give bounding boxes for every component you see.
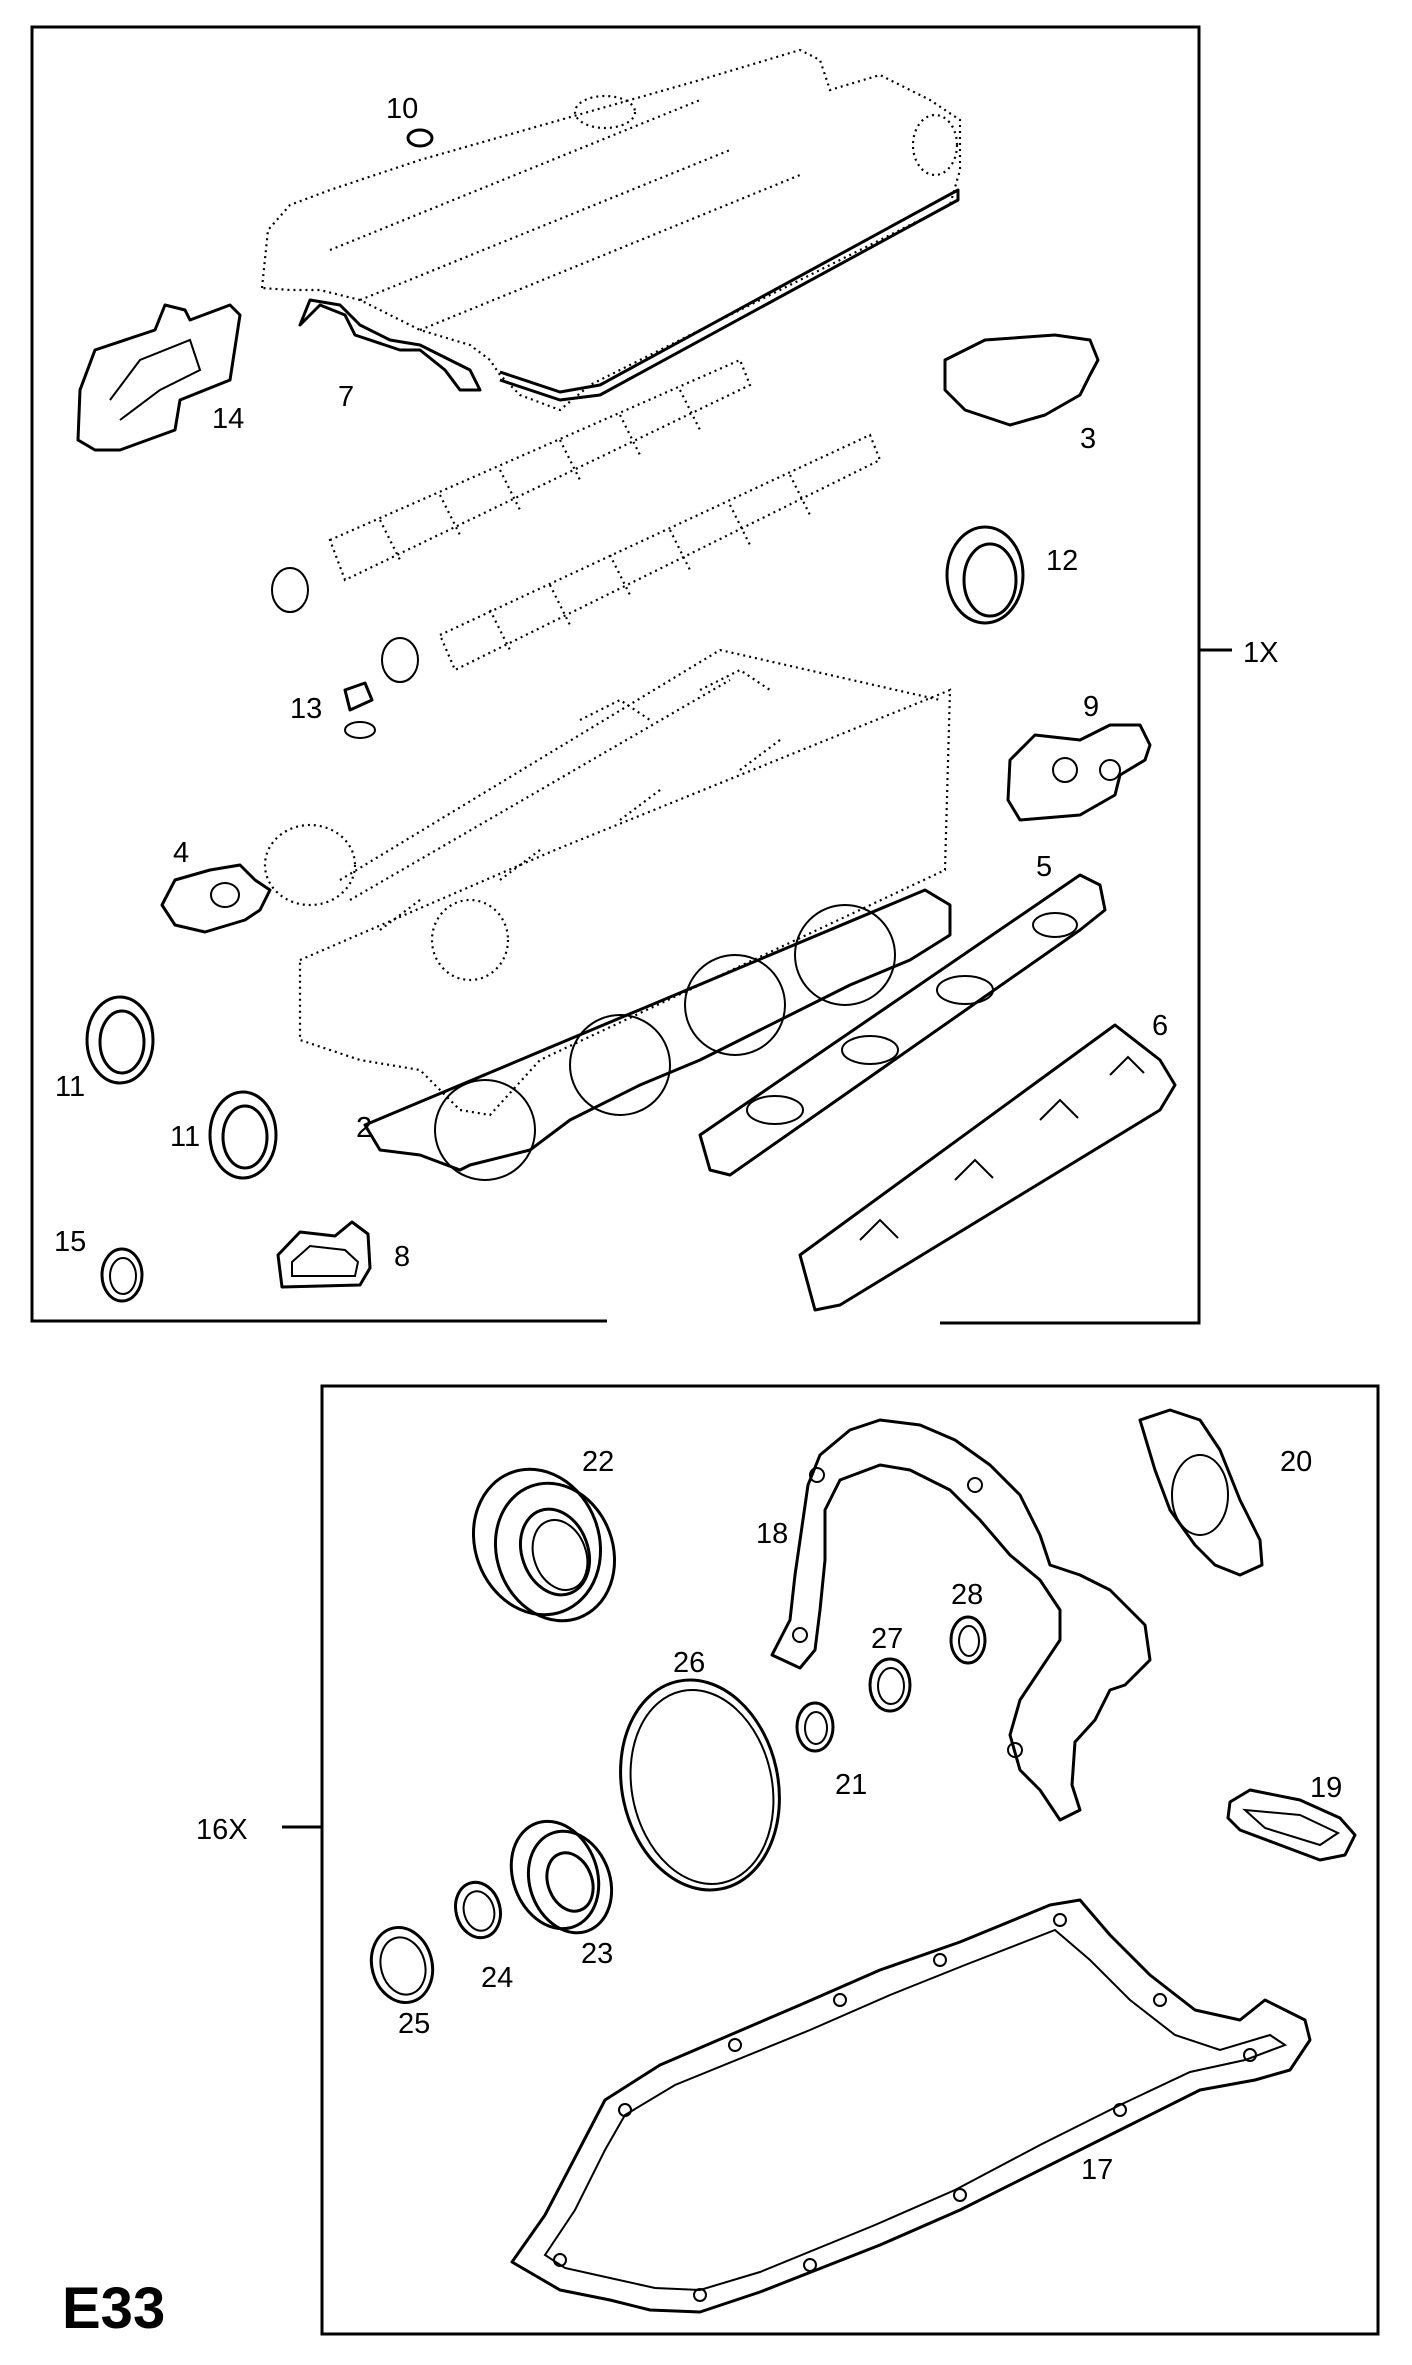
part-26-o-ring	[619, 1678, 781, 1892]
callout-3: 3	[1080, 423, 1096, 455]
part-23-seal	[509, 1819, 614, 1935]
lower-kit-frame	[282, 1384, 1380, 2336]
callout-11-b: 11	[170, 1121, 200, 1153]
callout-5: 5	[1036, 851, 1052, 883]
callout-14: 14	[212, 403, 244, 435]
part-4-gasket	[160, 863, 272, 934]
kit-label-16x: 16X	[196, 1814, 248, 1846]
part-3-gasket	[943, 333, 1100, 427]
part-13-valve-seal	[343, 681, 376, 739]
callout-20: 20	[1280, 1446, 1312, 1478]
callout-21: 21	[835, 1769, 867, 1801]
part-21-ring	[795, 1701, 835, 1753]
callout-8: 8	[394, 1241, 410, 1273]
callout-23: 23	[581, 1938, 613, 1970]
part-28-ring	[949, 1615, 987, 1665]
part-22-crankshaft-seal	[471, 1467, 617, 1623]
camshaft-seals	[271, 567, 419, 683]
part-9-gasket	[1006, 723, 1152, 822]
part-19-gasket	[1226, 1788, 1357, 1862]
part-27-ring	[868, 1657, 912, 1713]
callout-19: 19	[1310, 1772, 1342, 1804]
part-12-seal-ring	[945, 525, 1025, 625]
callout-10: 10	[386, 93, 418, 125]
callout-28: 28	[951, 1579, 983, 1611]
part-2-cylinder-head-gasket	[363, 888, 952, 1181]
camshaft-intake	[328, 358, 752, 582]
figure-code: E33	[62, 2276, 165, 2341]
callout-12: 12	[1046, 545, 1078, 577]
part-8-gasket	[276, 1220, 372, 1289]
callout-25: 25	[398, 2008, 430, 2040]
part-18-timing-cover-gasket	[770, 1418, 1152, 1822]
part-11-seal-b	[208, 1090, 278, 1180]
part-11-seal-a	[85, 995, 155, 1085]
part-7-cover-gasket	[298, 298, 482, 392]
part-15-ring	[100, 1247, 144, 1303]
camshaft-exhaust	[438, 433, 882, 672]
part-20-gasket	[1138, 1408, 1264, 1577]
part-25-ring	[369, 1925, 435, 2005]
callout-9: 9	[1083, 691, 1099, 723]
callout-2: 2	[356, 1112, 372, 1144]
callout-17: 17	[1081, 2154, 1113, 2186]
callout-22: 22	[582, 1446, 614, 1478]
callout-26: 26	[673, 1647, 705, 1679]
callout-4: 4	[173, 837, 189, 869]
cylinder-head	[263, 648, 952, 1117]
callout-13: 13	[290, 693, 322, 725]
part-17-oil-pan-gasket	[510, 1898, 1312, 2314]
cylinder-head-cover	[260, 48, 962, 412]
callout-11-a: 11	[55, 1071, 85, 1103]
callout-24: 24	[481, 1962, 513, 1994]
part-24-ring	[454, 1880, 502, 1940]
part-10-seal	[406, 128, 434, 148]
callout-27: 27	[871, 1623, 903, 1655]
upper-kit-frame	[30, 25, 1232, 1325]
callout-18: 18	[756, 1518, 788, 1550]
part-14-gasket	[76, 303, 242, 452]
callout-7: 7	[338, 381, 354, 413]
callout-15: 15	[54, 1226, 86, 1258]
part-5-intake-gasket	[698, 873, 1107, 1177]
kit-label-1x: 1X	[1243, 637, 1278, 669]
part-6-exhaust-gasket	[798, 1023, 1177, 1312]
callout-6: 6	[1152, 1010, 1168, 1042]
